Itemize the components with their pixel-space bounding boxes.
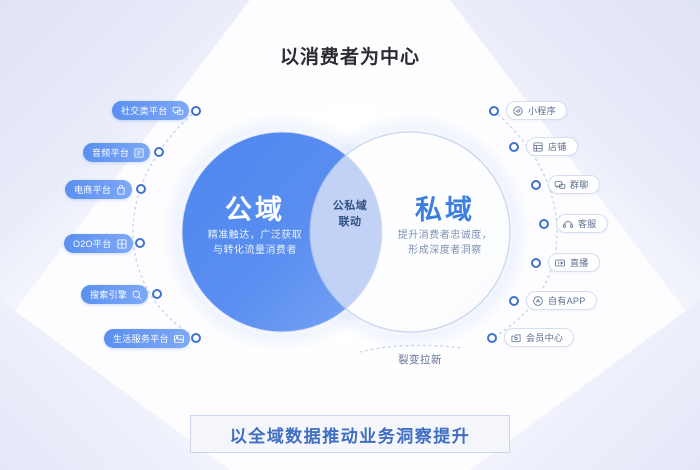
private-channel-pill[interactable]: 自有APP [526, 291, 597, 310]
store-grid-icon [116, 238, 127, 249]
app-badge-icon [533, 295, 543, 306]
public-channel-pill[interactable]: O2O平台 [64, 234, 133, 253]
right-dotted-path [491, 110, 558, 339]
channel-pill-label: 店铺 [548, 142, 567, 152]
connector-node-dot [135, 238, 145, 248]
breakout-caption: 裂变拉新 [398, 354, 442, 366]
connector-node-dot [531, 180, 541, 190]
member-card-icon [511, 333, 521, 342]
connector-node-dot [154, 147, 164, 157]
social-chat-icon [172, 106, 183, 115]
private-channel-pill[interactable]: 客服 [556, 214, 608, 233]
channel-pill-label: 音频平台 [92, 148, 130, 158]
connector-node-dot [487, 333, 497, 343]
channel-pill-label: 客服 [578, 219, 597, 229]
store-icon [533, 141, 543, 152]
channel-pill-label: 群聊 [570, 180, 589, 190]
channel-pill-label: 会员中心 [526, 333, 564, 343]
private-channel-pill[interactable]: 会员中心 [504, 328, 575, 347]
headset-icon [563, 220, 573, 228]
connector-node-dot [509, 142, 519, 152]
private-channel-pill[interactable]: 直播 [548, 253, 600, 272]
channel-pill-label: O2O平台 [73, 239, 112, 249]
connector-node-dot [509, 296, 519, 306]
connector-node-dot [191, 106, 201, 116]
search-icon [132, 290, 142, 300]
channel-pill-label: 生活服务平台 [113, 334, 169, 344]
private-channel-pill[interactable]: 群聊 [548, 175, 600, 194]
bottom-banner-text: 以全域数据推动业务洞察提升 [229, 426, 471, 446]
channel-pill-label: 社交类平台 [121, 106, 168, 116]
connector-node-dot [539, 219, 549, 229]
connector-node-dot [191, 333, 201, 343]
public-circle-edge [181, 131, 383, 333]
public-channel-pill[interactable]: 生活服务平台 [104, 329, 190, 348]
overlap-lens-edge [309, 132, 382, 332]
left-dotted-path [132, 110, 197, 339]
overlap-lens [310, 132, 382, 332]
channel-pill-label: 电商平台 [74, 185, 112, 195]
miniprogram-icon [513, 105, 523, 116]
connector-node-dot [152, 289, 162, 299]
public-channel-pill[interactable]: 搜索引擎 [81, 285, 149, 304]
shopping-bag-icon [117, 184, 125, 195]
channel-pill-label: 小程序 [528, 106, 556, 116]
page-title: 以消费者为中心 [279, 47, 420, 68]
channel-pill-label: 直播 [570, 258, 589, 268]
audio-device-icon [134, 147, 144, 158]
channel-pill-label: 搜索引擎 [90, 290, 128, 300]
connector-node-dot [531, 258, 541, 268]
public-channel-pill[interactable]: 电商平台 [65, 180, 133, 199]
public-channel-pill[interactable]: 音频平台 [83, 143, 151, 162]
bottom-banner: 以全域数据推动业务洞察提升 [190, 415, 510, 453]
live-video-icon [555, 259, 565, 266]
connector-node-dot [136, 184, 146, 194]
public-channel-pill[interactable]: 社交类平台 [112, 101, 189, 120]
private-channel-pill[interactable]: 小程序 [506, 101, 567, 120]
connector-node-dot [489, 106, 499, 116]
lifestyle-icon [173, 334, 184, 343]
private-channel-pill[interactable]: 店铺 [526, 137, 578, 156]
group-chat-icon [554, 180, 566, 189]
channel-pill-label: 自有APP [548, 296, 586, 306]
